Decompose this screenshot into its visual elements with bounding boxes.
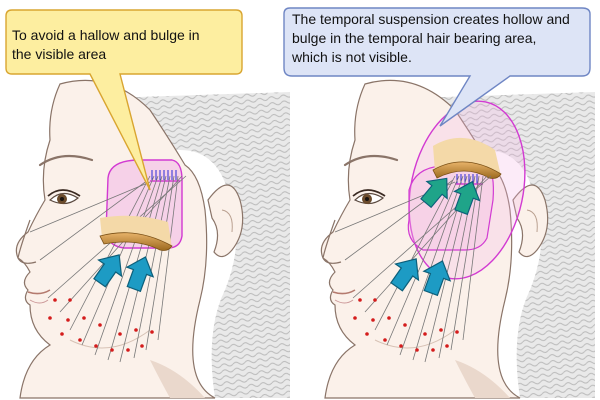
left-callout-text: To avoid a hallow and bulge in the visib… [12, 27, 200, 62]
left-callout-bubble [5, 9, 243, 191]
right-callout-text: The temporal suspension creates hollow a… [292, 11, 570, 65]
left-panel [5, 9, 292, 400]
right-panel [320, 79, 597, 400]
right-callout-bubble [283, 7, 591, 127]
